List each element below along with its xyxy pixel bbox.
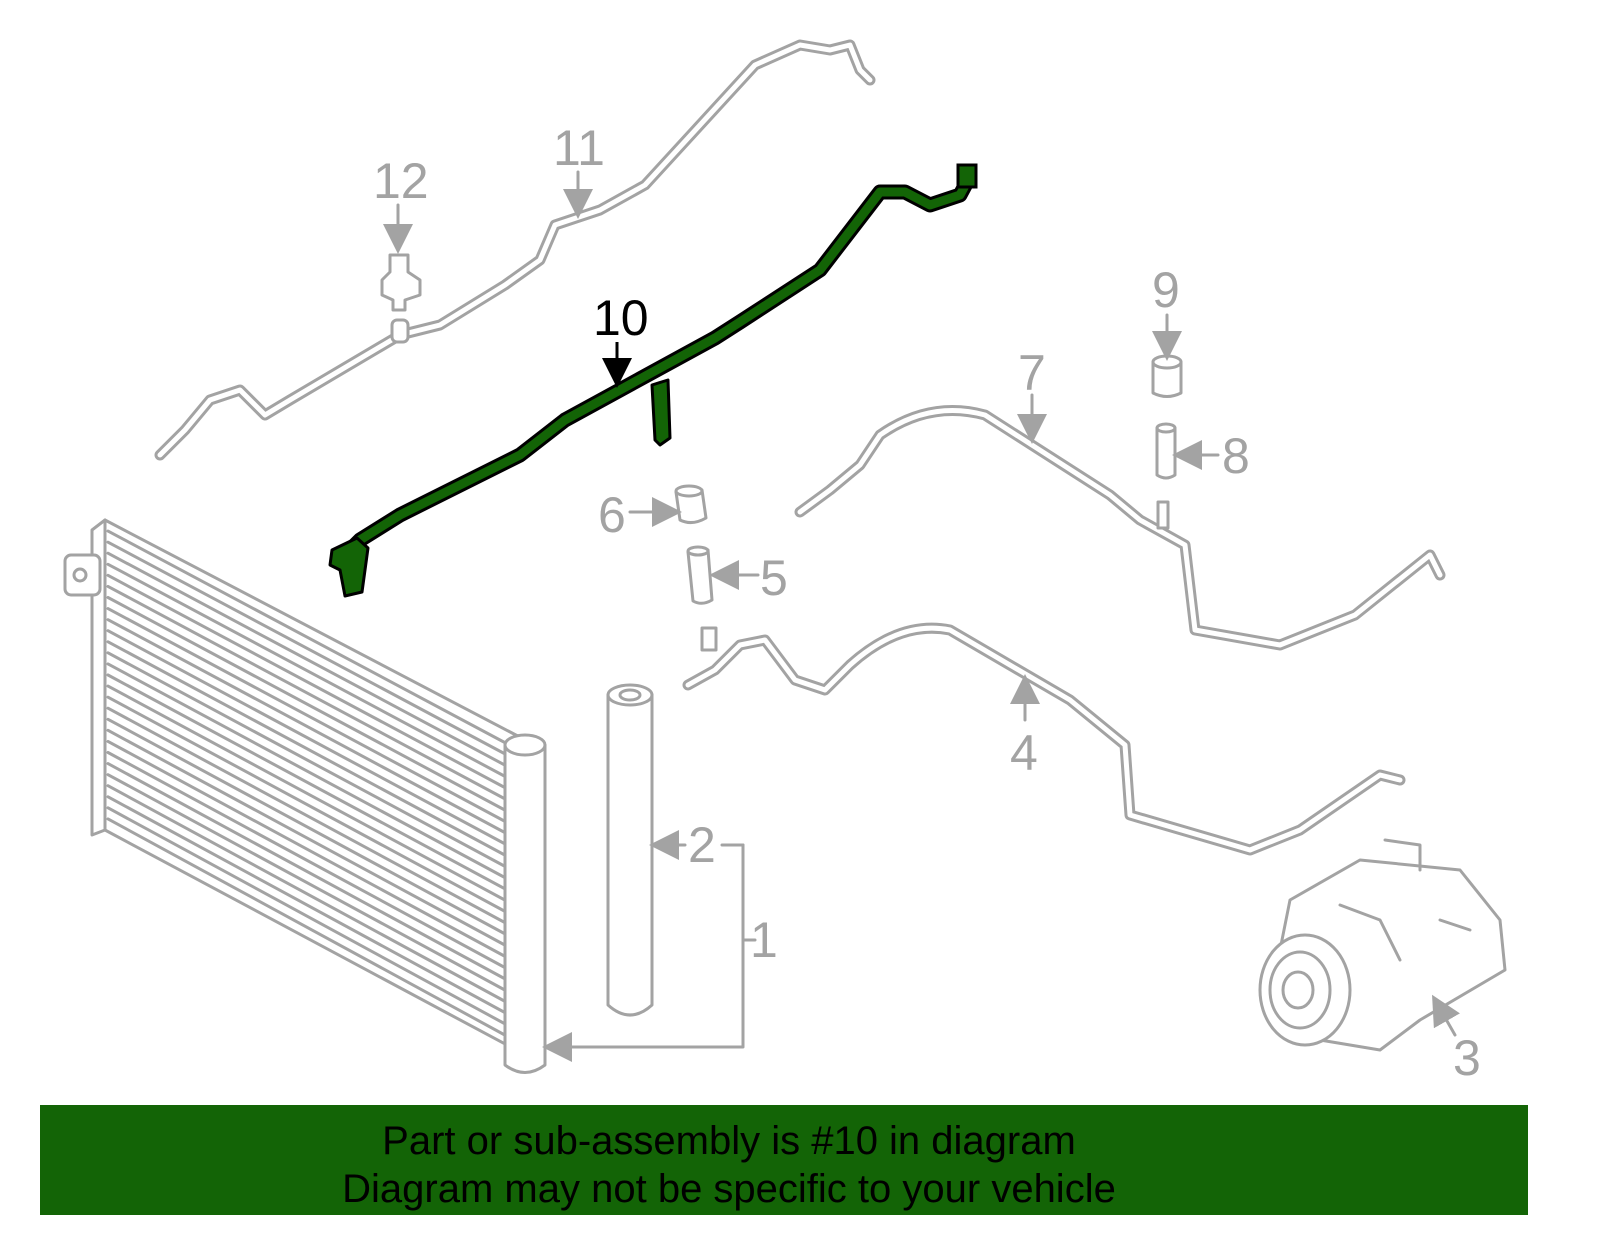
ac-line-part-10-highlighted[interactable] <box>328 163 978 598</box>
ac-line-part-7[interactable] <box>794 405 1446 651</box>
condenser-fin <box>106 662 510 881</box>
pressure-switch-part-12[interactable] <box>380 253 422 312</box>
condenser-fin <box>106 773 510 994</box>
label-1: 1 <box>750 912 778 968</box>
condenser-fin <box>106 573 510 791</box>
condenser-fin <box>106 751 510 971</box>
condenser-part-1[interactable] <box>63 518 547 1074</box>
condenser-fin <box>106 629 510 847</box>
label-4: 4 <box>1010 725 1038 781</box>
condenser-fin <box>106 596 510 814</box>
condenser-fin <box>106 806 510 1027</box>
condenser-fin <box>106 584 510 802</box>
label-8: 8 <box>1222 428 1250 484</box>
o-ring-part-9[interactable] <box>1151 354 1183 398</box>
condenser-fin <box>106 607 510 825</box>
condenser-fin <box>106 784 510 1005</box>
banner-line-2: Diagram may not be specific to your vehi… <box>342 1167 1116 1211</box>
o-ring-part-6[interactable] <box>674 484 708 525</box>
ac-line-part-4[interactable] <box>682 622 1406 856</box>
condenser-fin <box>106 739 510 960</box>
label-2: 2 <box>688 817 716 873</box>
condenser-fin <box>106 728 510 949</box>
condenser-fin <box>106 817 510 1039</box>
label-11: 11 <box>553 120 605 176</box>
info-banner: Part or sub-assembly is #10 in diagram D… <box>40 1105 1528 1215</box>
condenser-fin <box>106 551 510 769</box>
leader-lines <box>383 170 1460 1062</box>
o-ring-part-8[interactable] <box>1155 422 1177 480</box>
o-ring-part-5[interactable] <box>686 545 714 605</box>
condenser-fin <box>106 684 510 904</box>
condenser-fin <box>106 695 510 915</box>
label-12: 12 <box>373 153 429 209</box>
label-6: 6 <box>598 487 626 543</box>
condenser-fin <box>106 706 510 926</box>
compressor-part-3[interactable] <box>1258 838 1507 1052</box>
condenser-fin <box>106 529 510 746</box>
condenser-fin <box>106 762 510 982</box>
label-10: 10 <box>593 290 649 346</box>
condenser-fin <box>106 673 510 892</box>
ac-line-part-11[interactable] <box>154 39 876 461</box>
drier-part-2[interactable] <box>606 683 654 1017</box>
condenser-fin <box>106 540 510 757</box>
condenser-fin <box>106 640 510 859</box>
condenser-fin <box>106 562 510 780</box>
condenser-fin <box>106 795 510 1016</box>
condenser-fin <box>106 717 510 937</box>
condenser-fin <box>106 618 510 836</box>
banner-line-1: Part or sub-assembly is #10 in diagram <box>382 1119 1076 1163</box>
label-9: 9 <box>1152 262 1180 318</box>
condenser-fin <box>106 651 510 870</box>
label-7: 7 <box>1018 345 1046 401</box>
label-3: 3 <box>1453 1030 1481 1086</box>
label-5: 5 <box>760 550 788 606</box>
